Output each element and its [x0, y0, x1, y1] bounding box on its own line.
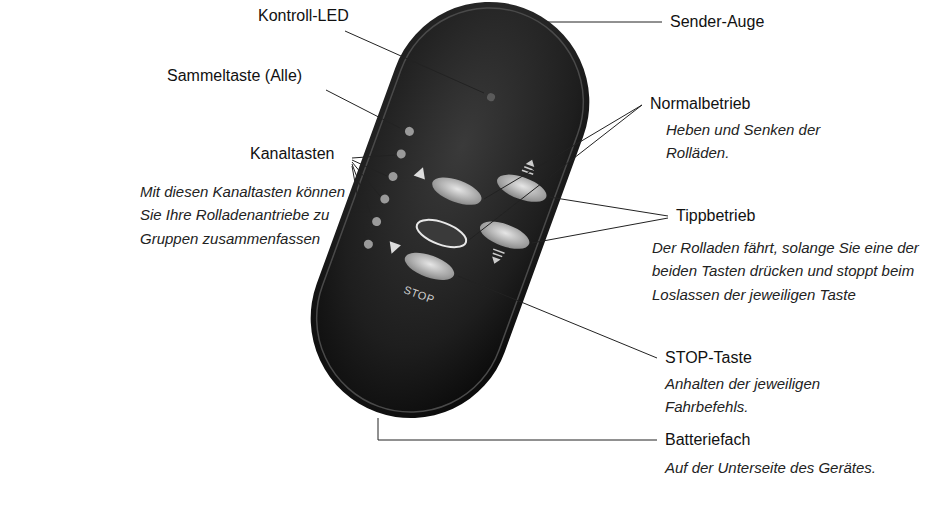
part-label: Normalbetrieb [650, 94, 750, 113]
part-label: Batteriefach [665, 430, 750, 449]
part-label: Sammeltaste (Alle) [167, 66, 302, 85]
part-label: Kanaltasten [250, 144, 335, 163]
description-note: Mit diesen Kanaltasten können Sie Ihre R… [140, 180, 370, 250]
part-label: Sender-Auge [670, 12, 764, 31]
remote-body [282, 0, 617, 446]
description-note: Auf der Unterseite des Gerätes. [665, 456, 935, 479]
description-note: Heben und Senken der Rolläden. [666, 118, 886, 165]
description-note: Der Rolladen fährt, solange Sie eine der… [652, 236, 937, 306]
description-note: Anhalten der jeweiligen Fahrbefehls. [665, 372, 900, 419]
part-label: STOP-Taste [665, 348, 752, 367]
part-label: Tippbetrieb [676, 206, 755, 225]
leader-lines [326, 22, 668, 440]
part-label: Kontroll-LED [258, 6, 349, 25]
